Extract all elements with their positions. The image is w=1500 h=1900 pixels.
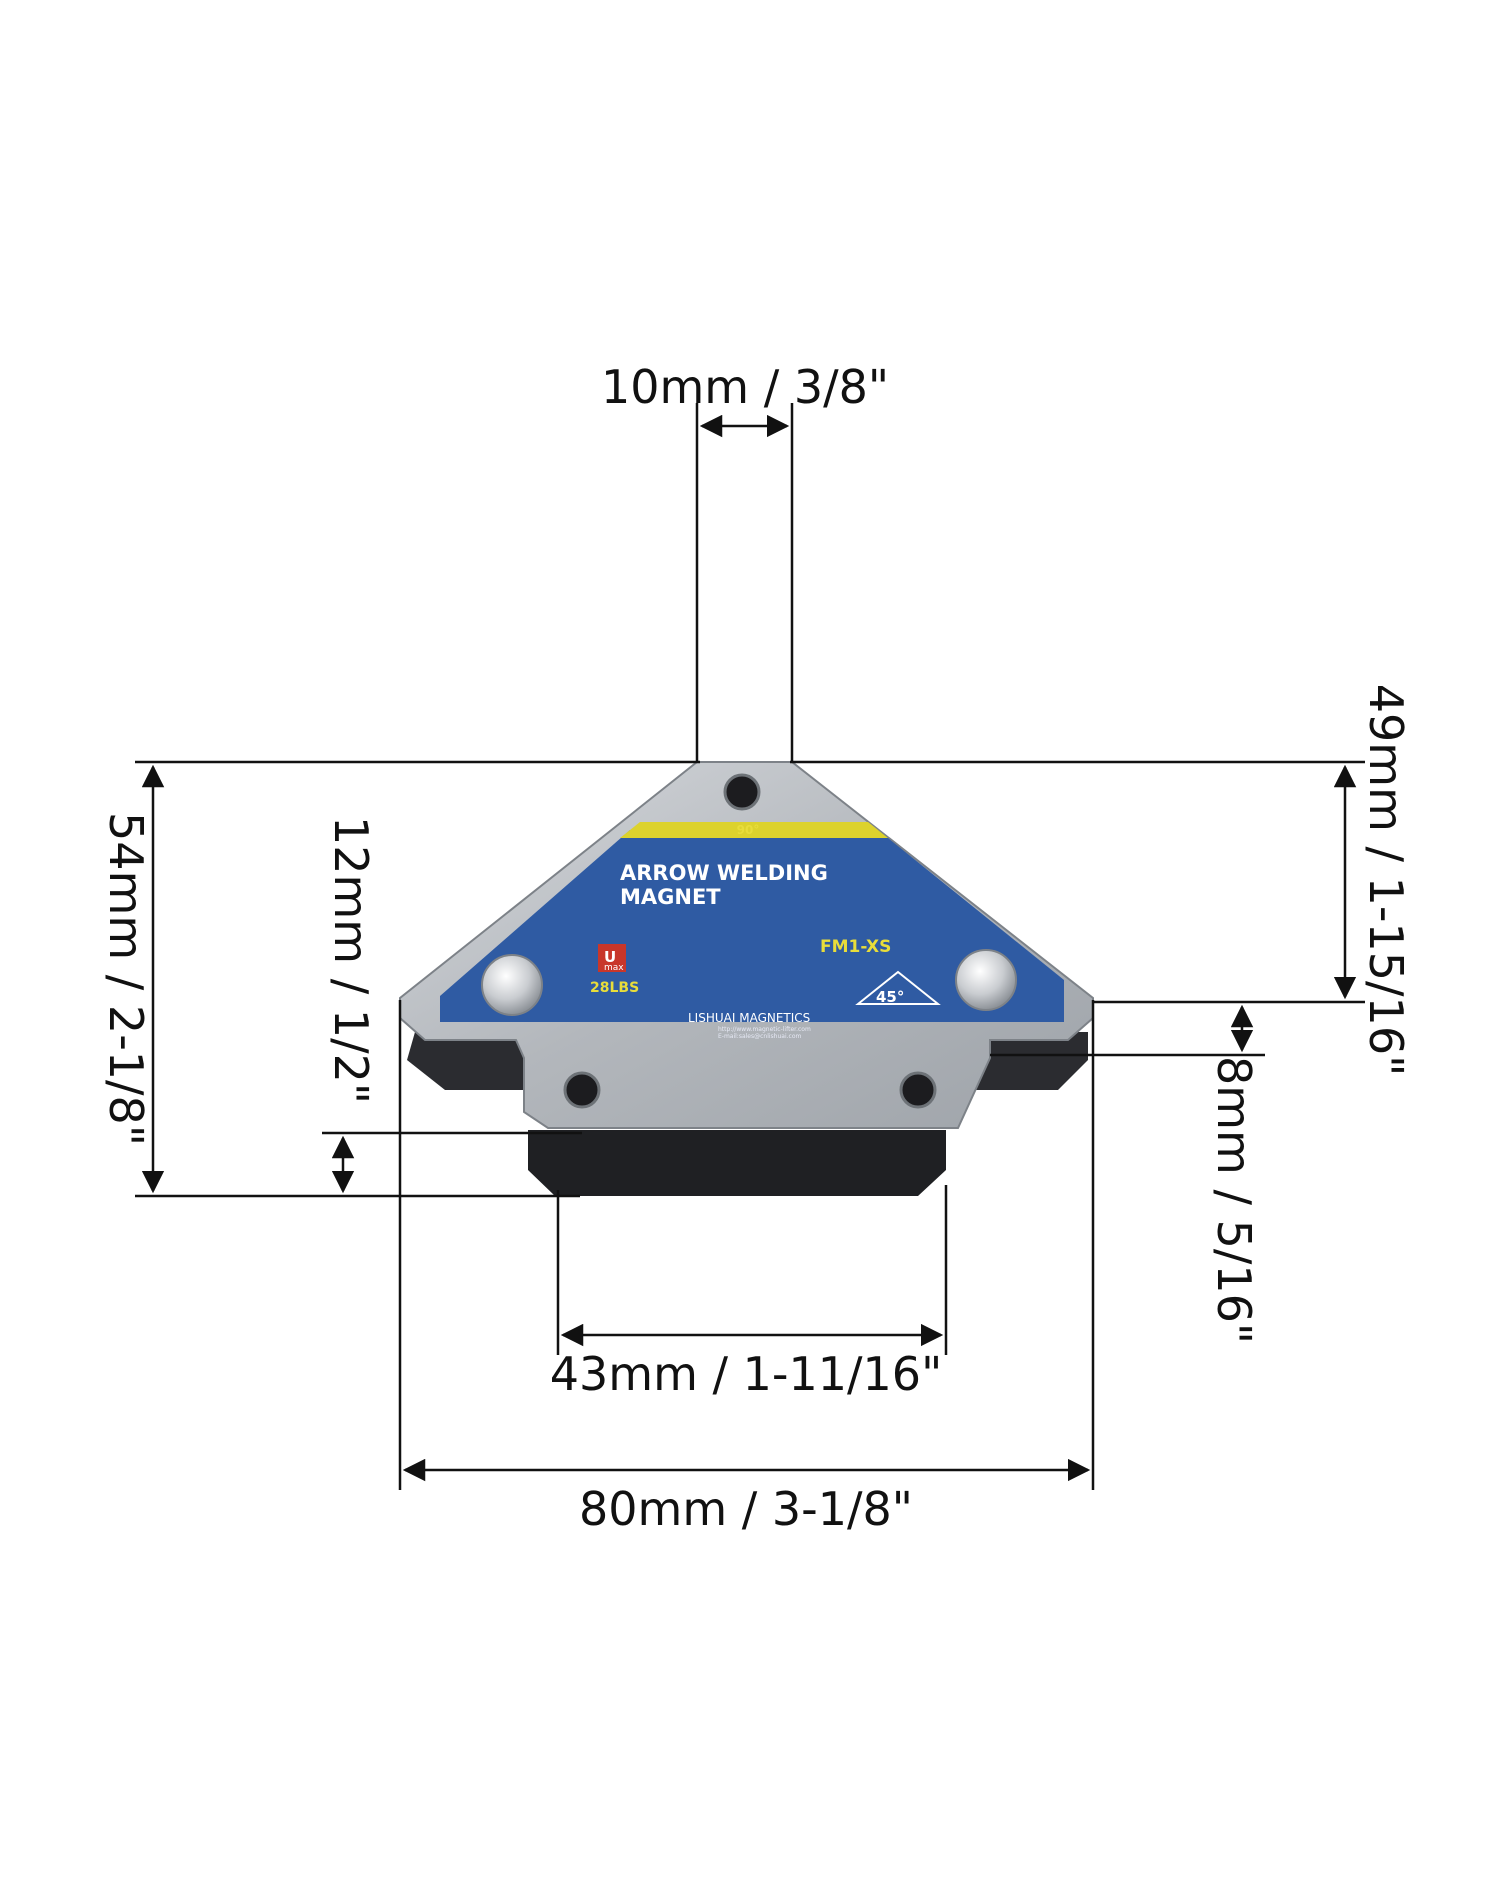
magnet-base-layer bbox=[528, 1130, 946, 1196]
dim-base-width: 43mm / 1-11/16" bbox=[550, 1347, 942, 1401]
label-email: E-mail:sales@cnlishuai.com bbox=[718, 1033, 802, 1040]
label-panel bbox=[440, 830, 1064, 1022]
angle-45-badge: 45° bbox=[855, 970, 941, 1006]
bolt-left bbox=[481, 954, 543, 1016]
logo-letter: U bbox=[604, 948, 616, 966]
label-stripe bbox=[620, 822, 888, 838]
angle-45-label: 45° bbox=[876, 988, 904, 1006]
logo-sub: max bbox=[604, 963, 624, 973]
welding-magnet: 90° ARROW WELDING MAGNET FM1-XS 45° U ma… bbox=[399, 761, 1094, 1196]
dim-left-height: 54mm / 2-1/8" bbox=[99, 812, 153, 1146]
label-maker: LISHUAI MAGNETICS bbox=[688, 1011, 810, 1025]
dim-base-thickness: 12mm / 1/2" bbox=[324, 816, 378, 1104]
label-title-line2: MAGNET bbox=[620, 885, 721, 909]
hole-bottom-right bbox=[899, 1071, 937, 1109]
bolt-right bbox=[955, 949, 1017, 1011]
label-model: FM1-XS bbox=[820, 937, 891, 957]
hole-bottom-left bbox=[563, 1071, 601, 1109]
hole-top bbox=[723, 773, 761, 811]
dim-step: 8mm / 5/16" bbox=[1207, 1056, 1261, 1344]
dim-total-width: 80mm / 3-1/8" bbox=[579, 1482, 913, 1536]
label-angle-top: 90° bbox=[737, 823, 760, 837]
label-strength: 28LBS bbox=[590, 980, 639, 996]
label-title-line1: ARROW WELDING bbox=[620, 861, 828, 885]
label-website: http://www.magnetic-lifter.com bbox=[718, 1026, 811, 1033]
dimension-lines bbox=[135, 403, 1365, 1490]
dim-top-tip: 10mm / 3/8" bbox=[601, 360, 889, 414]
umax-logo-icon: U max bbox=[598, 944, 626, 973]
dim-right-height: 49mm / 1-15/16" bbox=[1359, 684, 1413, 1076]
